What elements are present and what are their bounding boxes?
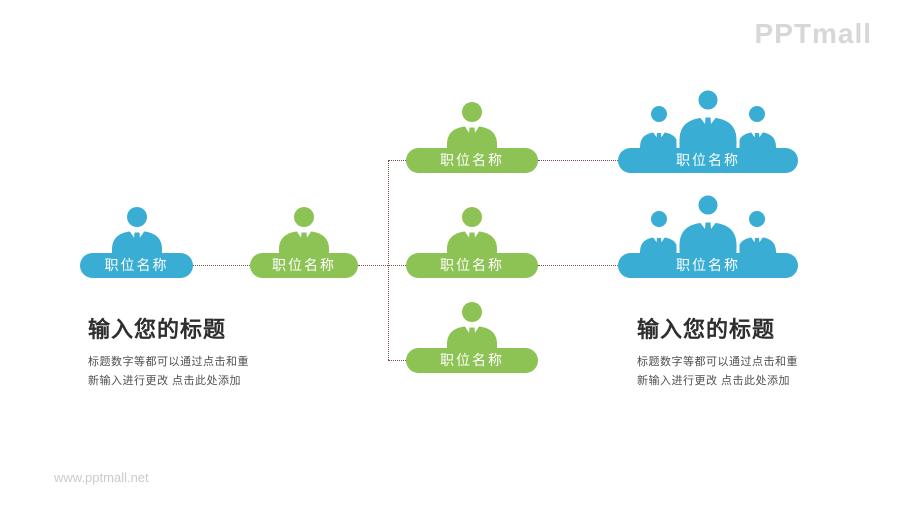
person-icon <box>447 207 497 257</box>
org-node-branch-bottom: 职位名称 <box>406 302 538 373</box>
connector-line <box>388 360 406 361</box>
title-placeholder[interactable]: 输入您的标题 <box>88 317 227 342</box>
connector-line <box>538 265 618 266</box>
text-block-right: 输入您的标题 标题数字等都可以通过点击和重 新输入进行更改 点击此处添加 <box>637 312 867 391</box>
watermark-url: www.pptmall.net <box>54 470 149 485</box>
connector-line <box>193 265 250 266</box>
person-icon <box>111 207 162 257</box>
text-block-left: 输入您的标题 标题数字等都可以通过点击和重 新输入进行更改 点击此处添加 <box>88 312 318 391</box>
body-placeholder[interactable]: 标题数字等都可以通过点击和重 新输入进行更改 点击此处添加 <box>637 353 867 391</box>
body-line-2: 新输入进行更改 点击此处添加 <box>88 375 242 387</box>
people-group-icon <box>640 90 776 154</box>
position-pill[interactable]: 职位名称 <box>618 253 798 278</box>
org-node-left-blue: 职位名称 <box>80 207 193 278</box>
position-label: 职位名称 <box>676 257 740 273</box>
person-icon <box>447 302 497 352</box>
position-pill[interactable]: 职位名称 <box>618 148 798 173</box>
org-node-group-top: 职位名称 <box>618 90 798 173</box>
body-line-1: 标题数字等都可以通过点击和重 <box>88 356 249 368</box>
position-pill[interactable]: 职位名称 <box>406 253 538 278</box>
position-pill[interactable]: 职位名称 <box>80 253 193 278</box>
org-node-group-mid: 职位名称 <box>618 195 798 278</box>
org-node-branch-top: 职位名称 <box>406 102 538 173</box>
connector-line <box>388 160 389 360</box>
connector-line <box>388 160 406 161</box>
position-label: 职位名称 <box>104 257 169 273</box>
position-label: 职位名称 <box>440 257 504 273</box>
people-group-icon <box>640 195 776 259</box>
pptmall-logo: PPTmall <box>754 18 872 49</box>
position-pill[interactable]: 职位名称 <box>406 348 538 373</box>
org-node-mid-green: 职位名称 <box>250 207 358 278</box>
position-pill[interactable]: 职位名称 <box>406 148 538 173</box>
org-node-branch-mid: 职位名称 <box>406 207 538 278</box>
title-placeholder[interactable]: 输入您的标题 <box>637 317 776 342</box>
body-placeholder[interactable]: 标题数字等都可以通过点击和重 新输入进行更改 点击此处添加 <box>88 353 318 391</box>
connector-line <box>538 160 618 161</box>
position-label: 职位名称 <box>440 152 504 168</box>
body-line-1: 标题数字等都可以通过点击和重 <box>637 356 798 368</box>
connector-line <box>358 265 406 266</box>
body-line-2: 新输入进行更改 点击此处添加 <box>637 375 791 387</box>
position-label: 职位名称 <box>440 352 504 368</box>
position-pill[interactable]: 职位名称 <box>250 253 358 278</box>
person-icon <box>447 102 497 152</box>
position-label: 职位名称 <box>676 152 740 168</box>
person-icon <box>279 207 329 257</box>
position-label: 职位名称 <box>272 257 336 273</box>
